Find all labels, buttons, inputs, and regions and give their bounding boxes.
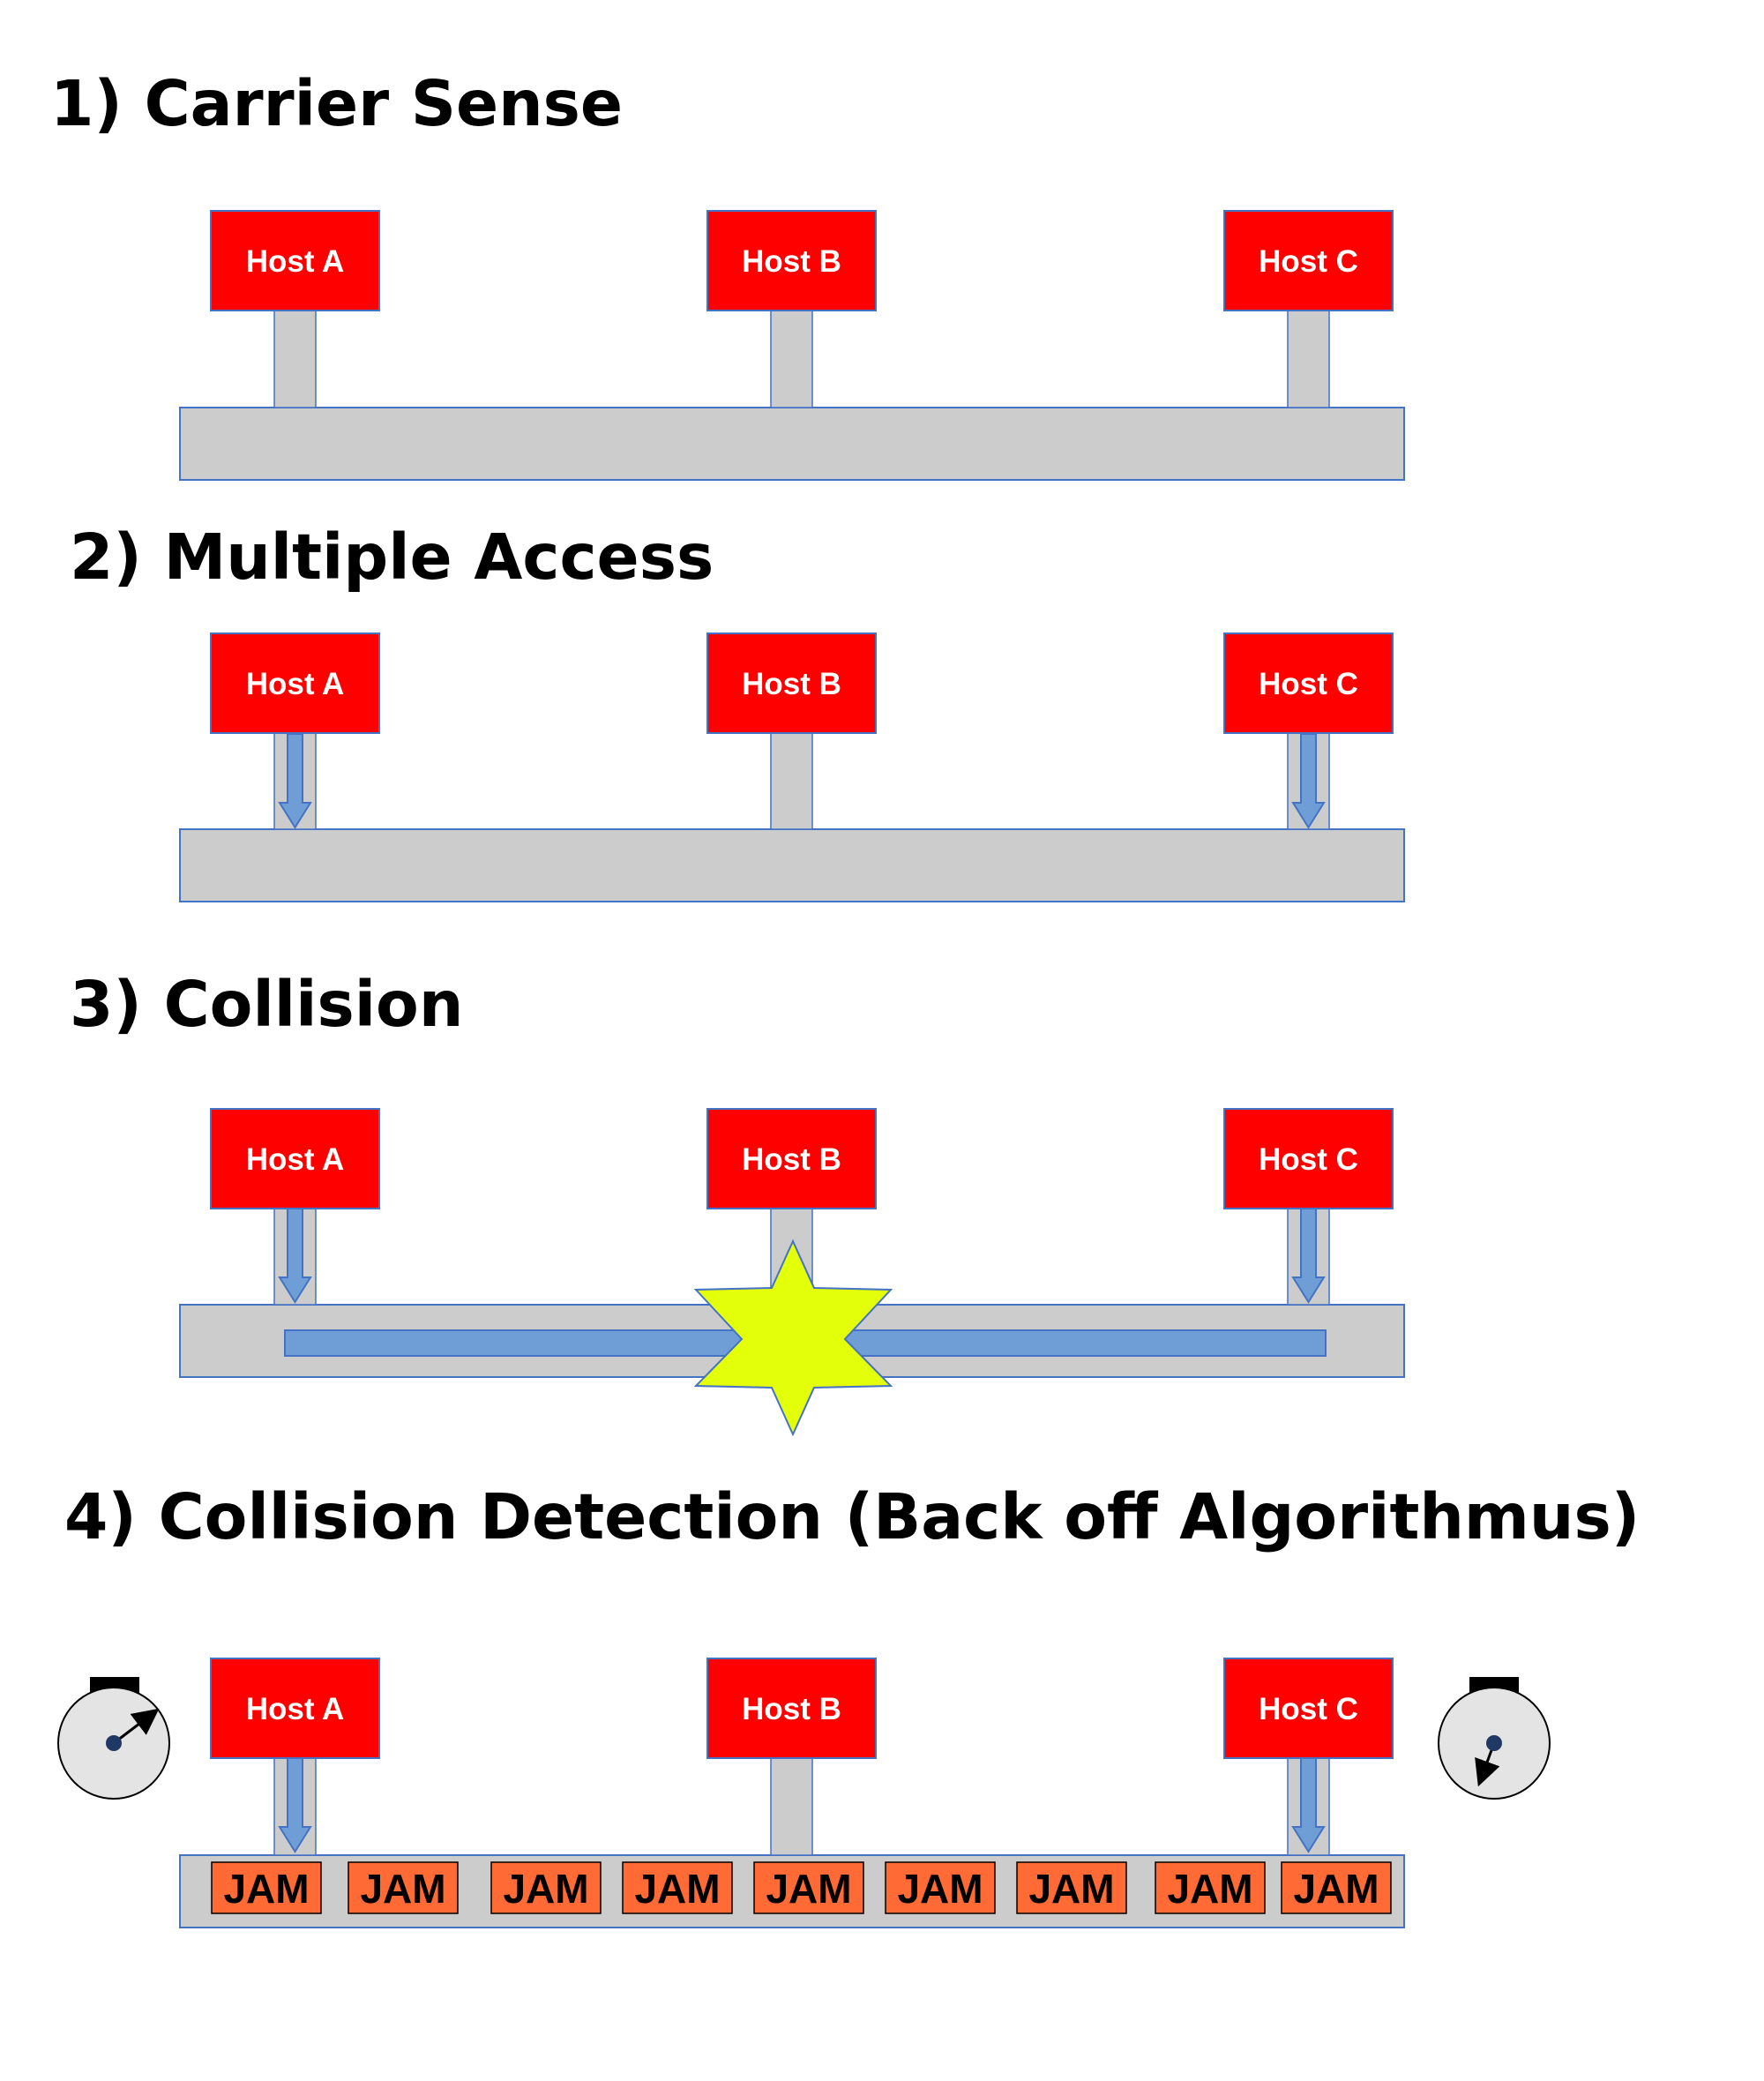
jam-signal: JAM — [1155, 1861, 1266, 1914]
collision-burst-icon — [693, 1239, 893, 1437]
host-a: Host A — [210, 1658, 380, 1759]
send-arrow-host-a — [278, 1208, 312, 1304]
jam-signal: JAM — [211, 1861, 322, 1914]
section-collision-detection: 4) Collision Detection (Back off Algorit… — [57, 1480, 1640, 1928]
host-a-stem — [273, 309, 317, 408]
host-label: Host B — [742, 244, 841, 279]
stopwatch-icon — [1438, 1677, 1551, 1800]
jam-signal-row: JAM JAM JAM JAM JAM JAM JAM JAM JAM — [211, 1861, 1392, 1914]
host-c: Host C — [1223, 633, 1394, 734]
section-title: 3) Collision — [70, 968, 463, 1041]
host-label: Host A — [246, 1142, 344, 1177]
jam-signal: JAM — [622, 1861, 733, 1914]
host-c-stem — [1287, 309, 1330, 408]
host-b-stem — [770, 731, 813, 830]
shared-bus — [179, 407, 1405, 481]
host-a: Host A — [210, 210, 380, 311]
jam-signal: JAM — [1016, 1861, 1127, 1914]
send-arrow-host-a — [278, 1757, 312, 1853]
host-c: Host C — [1223, 1658, 1394, 1759]
send-arrow-host-c — [1291, 1757, 1326, 1853]
host-label: Host C — [1259, 667, 1358, 701]
jam-signal: JAM — [1281, 1861, 1392, 1914]
jam-label: JAM — [1028, 1866, 1114, 1912]
host-label: Host A — [246, 244, 344, 279]
host-label: Host C — [1259, 1692, 1358, 1726]
section-title: 4) Collision Detection (Back off Algorit… — [64, 1480, 1640, 1553]
jam-signal: JAM — [753, 1861, 864, 1914]
jam-label: JAM — [1293, 1866, 1379, 1912]
jam-label: JAM — [503, 1866, 588, 1912]
host-c: Host C — [1223, 210, 1394, 311]
host-b: Host B — [706, 633, 877, 734]
jam-label: JAM — [897, 1866, 983, 1912]
host-b: Host B — [706, 1658, 877, 1759]
section-collision: 3) Collision Host A Host B Host C — [70, 968, 1405, 1437]
send-arrow-host-a — [278, 733, 312, 829]
host-a: Host A — [210, 1108, 380, 1209]
jam-signal: JAM — [885, 1861, 996, 1914]
section-title: 2) Multiple Access — [70, 520, 714, 594]
jam-signal: JAM — [490, 1861, 602, 1914]
jam-label: JAM — [360, 1866, 445, 1912]
host-b: Host B — [706, 1108, 877, 1209]
host-label: Host A — [246, 1692, 344, 1726]
host-label: Host C — [1259, 244, 1358, 279]
host-a: Host A — [210, 633, 380, 734]
section-multiple-access: 2) Multiple Access Host A Host B Host C — [70, 520, 1405, 902]
jam-label: JAM — [1167, 1866, 1252, 1912]
send-arrow-host-c — [1291, 1208, 1326, 1304]
shared-bus — [179, 828, 1405, 902]
section-title: 1) Carrier Sense — [50, 67, 623, 140]
section-carrier-sense: 1) Carrier Sense Host A Host B Host C — [50, 67, 1405, 481]
host-b-stem — [770, 1756, 813, 1856]
jam-label: JAM — [634, 1866, 720, 1912]
host-label: Host B — [742, 1692, 841, 1726]
jam-label: JAM — [766, 1866, 851, 1912]
host-b-stem — [770, 309, 813, 408]
host-label: Host C — [1259, 1142, 1358, 1177]
jam-signal: JAM — [348, 1861, 459, 1914]
stopwatch-icon — [57, 1677, 170, 1800]
host-label: Host B — [742, 1142, 841, 1177]
send-arrow-host-c — [1291, 733, 1326, 829]
host-b: Host B — [706, 210, 877, 311]
jam-label: JAM — [223, 1866, 309, 1912]
host-label: Host B — [742, 667, 841, 701]
host-label: Host A — [246, 667, 344, 701]
host-c: Host C — [1223, 1108, 1394, 1209]
